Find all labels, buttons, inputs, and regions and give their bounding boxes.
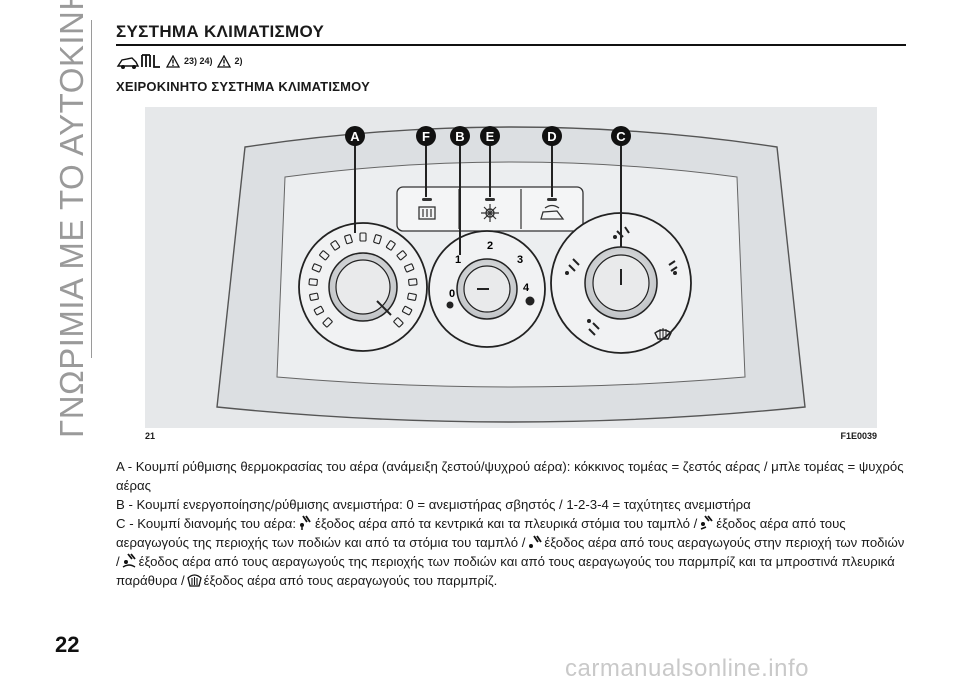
vent-feet-windshield-icon [122, 553, 136, 568]
callout-a-label: A [350, 129, 360, 144]
legend-c-part3: έξοδος αέρα από τους αεραγωγούς στην περ… [116, 535, 905, 569]
vent-feet-dashboard-icon [565, 258, 580, 275]
figure-caption: 21 F1E0039 [145, 431, 877, 445]
vent-dashboard-icon [300, 515, 311, 530]
temperature-scale-mark [322, 317, 333, 328]
fan-speed-label-3: 3 [517, 254, 523, 266]
legend-c-part4: έξοδος αέρα από τους αεραγωγούς της περι… [116, 554, 895, 588]
callout-d: D [542, 126, 562, 146]
temperature-scale-mark [401, 305, 413, 316]
fan-small-icon [446, 301, 454, 309]
callout-c-label: C [616, 129, 626, 144]
temperature-scale-mark [311, 263, 322, 273]
fan-speed-label-4: 4 [523, 282, 530, 294]
sidebar-divider [91, 20, 92, 358]
fan-speed-label-0: 0 [449, 288, 455, 300]
temperature-scale-mark [385, 240, 396, 251]
warning-triangle-icon [216, 54, 231, 68]
temperature-scale-mark [308, 278, 318, 286]
page-number: 22 [55, 632, 80, 657]
callout-b-label: B [455, 129, 464, 144]
climate-panel-illustration: 0 1 2 3 4 [216, 126, 806, 423]
callout-leaders [354, 145, 622, 255]
callout-d-label: D [547, 129, 556, 144]
legend-c-intro: C - Κουμπί διανομής του αέρα: [116, 516, 297, 531]
callout-e: E [480, 126, 500, 146]
ac-compressor-button[interactable] [481, 198, 499, 222]
temperature-scale-mark [359, 232, 367, 242]
rear-defrost-button[interactable] [418, 198, 436, 220]
temperature-scale-mark [309, 292, 319, 301]
fan-speed-knob[interactable]: 0 1 2 3 4 [428, 230, 546, 348]
windshield-defrost-icon [654, 328, 672, 340]
warning-refs-secondary: 2) [234, 56, 243, 66]
temperature-scale-mark [393, 317, 404, 328]
warning-refs-primary: 23) 24) [184, 56, 213, 66]
temperature-scale-mark [313, 305, 325, 316]
legend-item-b: B - Κουμπί ενεργοποίησης/ρύθμισης ανεμισ… [116, 497, 751, 512]
legend-c-part5: έξοδος αέρα από τους αεραγωγούς του παρμ… [203, 573, 498, 588]
air-distribution-knob[interactable] [550, 212, 692, 354]
subsection-title: ΧΕΙΡΟΚΙΝΗΤΟ ΣΥΣΤΗΜΑ ΚΛΙΜΑΤΙΣΜΟΥ [116, 79, 370, 94]
fan-speed-label-2: 2 [487, 240, 493, 252]
callout-e-label: E [486, 129, 495, 144]
temperature-scale-mark [404, 263, 415, 273]
vent-feet-icon [587, 319, 600, 336]
callout-b: B [450, 126, 470, 146]
temperature-scale-mark [344, 234, 353, 245]
car-fan-icon [116, 54, 160, 69]
figure-number: 21 [145, 431, 156, 441]
title-divider [116, 44, 906, 46]
legend-c-part1: έξοδος αέρα από τα κεντρικά και τα πλευρ… [315, 516, 698, 531]
legend-item-a: A - Κουμπί ρύθμισης θερμοκρασίας του αέρ… [116, 459, 904, 493]
temperature-scale-mark [373, 234, 382, 245]
section-header: ΣΥΣΤΗΜΑ ΚΛΙΜΑΤΙΣΜΟΥ [116, 22, 906, 46]
warning-icon-row: 23) 24) 2) [116, 52, 243, 70]
temperature-scale-mark [396, 250, 407, 261]
temperature-scale-mark [407, 292, 417, 301]
climate-control-figure: 0 1 2 3 4 [145, 107, 877, 428]
temperature-scale-marks [308, 232, 418, 328]
recirculation-button[interactable] [540, 198, 565, 220]
temperature-scale-mark [408, 278, 418, 286]
fan-speed-label-1: 1 [455, 254, 461, 266]
callout-c: C [611, 126, 631, 146]
watermark: carmanualsonline.info [565, 655, 809, 682]
section-title: ΣΥΣΤΗΜΑ ΚΛΙΜΑΤΙΣΜΟΥ [116, 22, 325, 41]
windshield-defrost-icon [186, 574, 202, 587]
callout-f: F [416, 126, 436, 146]
vent-feet-dashboard-icon [700, 515, 713, 530]
sidebar-title-text: ΓΝΩΡΙΜΙΑ ΜΕ ΤΟ ΑΥΤΟΚΙΝΗΤΟ [53, 0, 90, 438]
sidebar-title: ΓΝΩΡΙΜΙΑ ΜΕ ΤΟ ΑΥΤΟΚΙΝΗΤΟ [52, 0, 92, 438]
legend-c-part2: έξοδος αέρα από τους αεραγωγούς της περι… [116, 516, 846, 550]
temperature-scale-mark [319, 250, 330, 261]
warning-triangle-icon [166, 54, 180, 68]
legend-description: A - Κουμπί ρύθμισης θερμοκρασίας του αέρ… [116, 457, 906, 590]
vent-feet-windshield-icon [668, 260, 678, 275]
temperature-scale-mark [330, 240, 341, 251]
fan-large-icon [525, 296, 535, 306]
legend-item-c: C - Κουμπί διανομής του αέρα:έξοδος αέρα… [116, 514, 906, 590]
callout-f-label: F [422, 129, 430, 144]
callout-a: A [345, 126, 365, 146]
temperature-knob[interactable] [298, 222, 428, 352]
vent-feet-icon [529, 535, 543, 548]
figure-code: F1E0039 [840, 431, 877, 441]
